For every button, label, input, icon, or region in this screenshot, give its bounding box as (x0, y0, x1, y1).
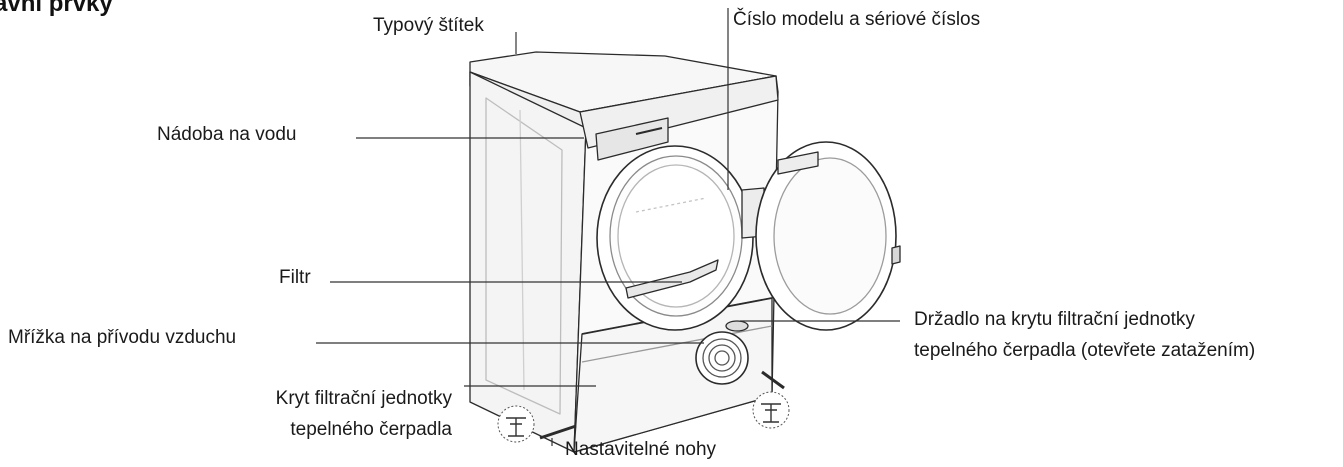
label-rating-plate: Typový štítek (373, 15, 484, 36)
label-adjustable-feet: Nastavitelné nohy (565, 439, 717, 460)
label-cover-handle-line1: Držadlo na krytu filtrační jednotky (914, 309, 1195, 330)
page-title: avní prvky (0, 0, 113, 17)
label-heat-pump-cover-line2: tepelného čerpadla (290, 419, 452, 440)
label-model-serial: Číslo modelu a sériové číslos (733, 9, 981, 30)
label-heat-pump-cover-line1: Kryt filtrační jednotky (275, 388, 452, 409)
label-filter: Filtr (279, 267, 311, 288)
label-air-intake-grille: Mřížka na přívodu vzduchu (8, 327, 237, 348)
label-cover-handle-line2: tepelného čerpadla (otevřete zatažením) (914, 340, 1256, 361)
label-water-container: Nádoba na vodu (157, 124, 297, 145)
